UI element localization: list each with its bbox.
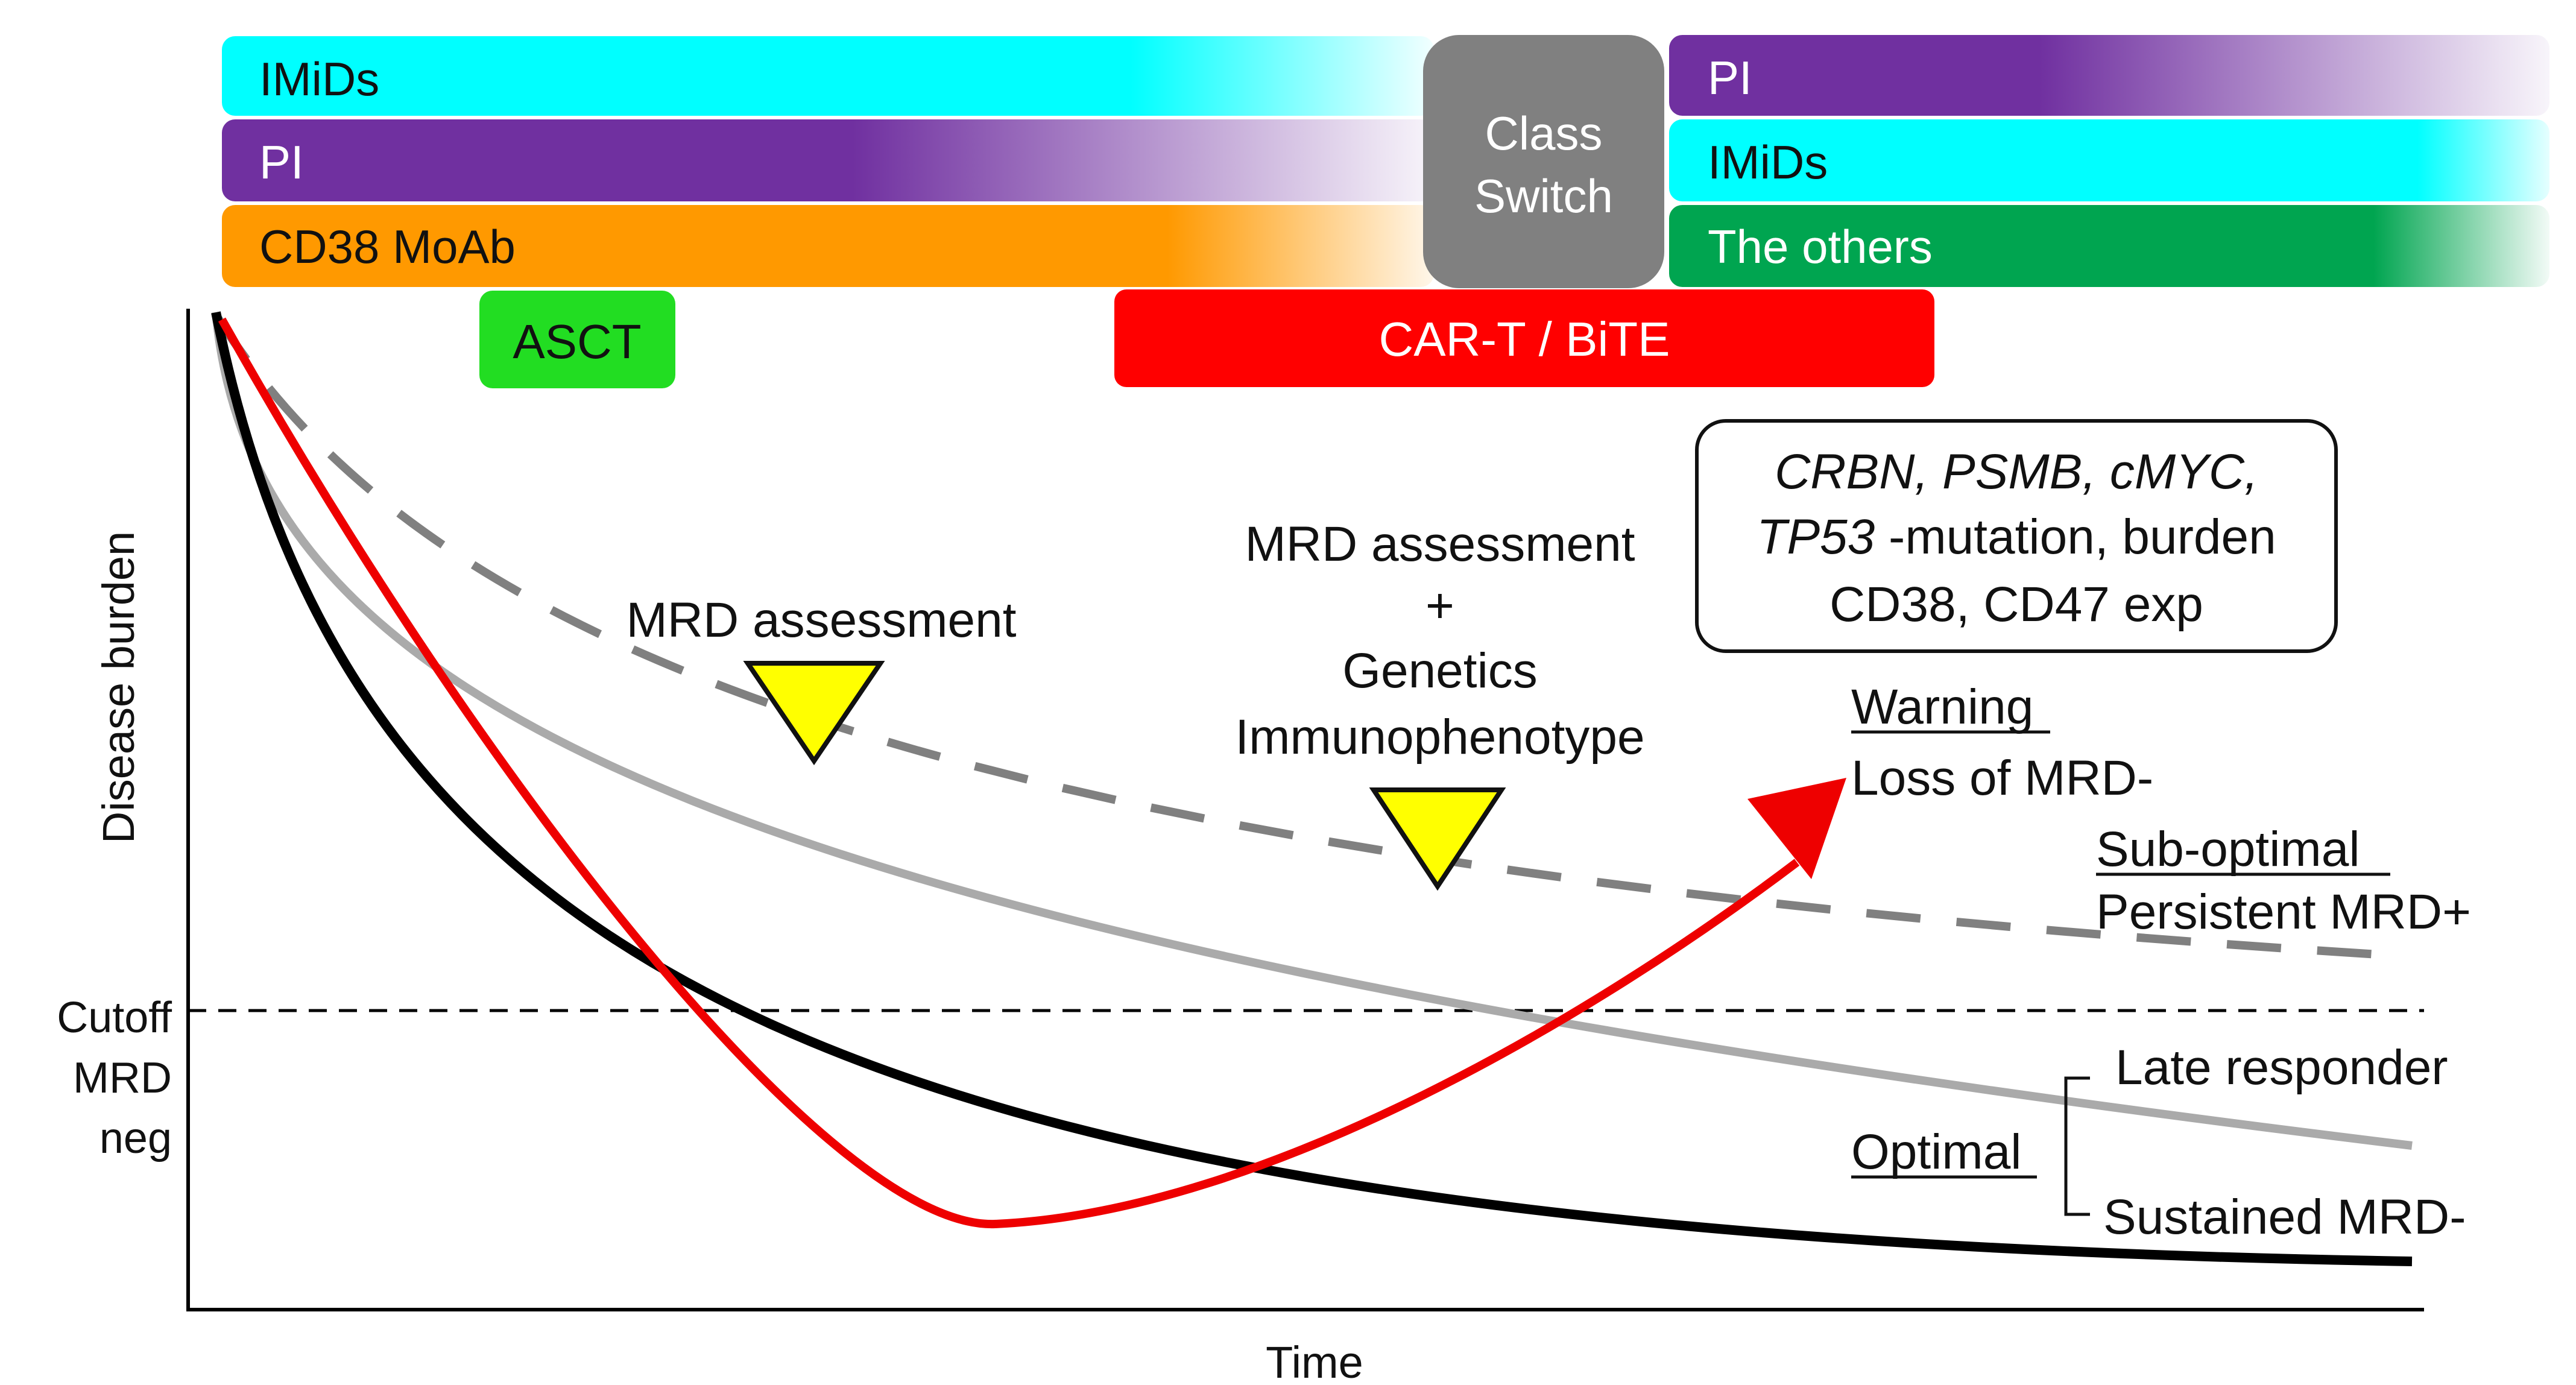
asct-box	[479, 291, 675, 388]
cutoff-label-line2: MRD	[73, 1054, 172, 1102]
class-switch-box: Class Switch	[1423, 35, 1664, 288]
car-t-label: CAR-T / BiTE	[1378, 312, 1670, 366]
asct-label: ASCT	[513, 315, 641, 368]
suboptimal-title: Sub-optimal	[2096, 822, 2360, 877]
imids-bar-right-label: IMiDs	[1708, 136, 1828, 189]
optimal-sustained: Sustained MRD-	[2103, 1190, 2466, 1245]
optimal-title: Optimal	[1851, 1125, 2022, 1179]
imids-bar-right	[1669, 119, 2549, 201]
mrd-assessment-2-line4: Immunophenotype	[1235, 710, 1644, 765]
cd38-bar-left	[222, 205, 1434, 287]
cutoff-label-line1: Cutoff	[57, 994, 172, 1042]
mrd-assessment-2-triangle	[1369, 787, 1506, 891]
warning-text: Loss of MRD-	[1851, 751, 2153, 806]
class-switch-line2: Switch	[1474, 169, 1613, 222]
left-drug-bars: IMiDs PI CD38 MoAb	[222, 36, 1434, 287]
class-switch-line1: Class	[1485, 107, 1602, 160]
class-switch-rect	[1423, 35, 1664, 288]
warning-title: Warning	[1851, 680, 2033, 734]
x-axis-title: Time	[1266, 1337, 1363, 1382]
mrd-assessment-1-label: MRD assessment	[626, 593, 1016, 648]
others-bar-right	[1669, 205, 2549, 287]
right-drug-bars: PI IMiDs The others	[1669, 35, 2549, 287]
axes: Disease burden Time	[93, 309, 2424, 1385]
cutoff-label-line3: neg	[99, 1114, 172, 1163]
suboptimal-text: Persistent MRD+	[2096, 885, 2471, 939]
genetics-box: CRBN, PSMB, cMYC, TP53 -mutation, burden…	[1695, 419, 2338, 653]
pi-bar-left-label: PI	[259, 136, 304, 189]
mrd-assessment-2-line1: MRD assessment	[1245, 517, 1635, 572]
sustained-mrd-black-curve	[211, 311, 2413, 1266]
genetics-box-line1: CRBN, PSMB, cMYC,	[1775, 444, 2258, 499]
genetics-box-line2: TP53 -mutation, burden	[1757, 510, 2276, 564]
y-axis-title: Disease burden	[93, 531, 144, 844]
pi-bar-left	[222, 119, 1434, 201]
genetics-box-line2-rest: -mutation, burden	[1875, 510, 2276, 564]
cd38-bar-left-label: CD38 MoAb	[259, 220, 516, 273]
genetics-box-line3: CD38, CD47 exp	[1829, 577, 2203, 632]
pi-bar-right	[1669, 35, 2549, 116]
imids-bar-left	[222, 36, 1434, 116]
optimal-bracket	[2064, 1076, 2090, 1216]
loss-of-mrd-red-curve	[218, 317, 1800, 1229]
optimal-late-responder: Late responder	[2115, 1040, 2448, 1095]
pi-bar-right-label: PI	[1708, 51, 1752, 104]
red-arrow-head	[1747, 778, 1846, 879]
mrd-assessment-2-line3: Genetics	[1342, 643, 1538, 698]
mrd-assessment-2-line2: +	[1425, 578, 1454, 633]
car-t-bar	[1114, 289, 1934, 387]
mrd-assessment-1-triangle	[743, 661, 885, 766]
genetics-box-line2-italic: TP53	[1757, 510, 1875, 564]
imids-bar-left-label: IMiDs	[259, 52, 379, 106]
genetics-box-frame	[1695, 419, 2338, 653]
others-bar-right-label: The others	[1708, 220, 1933, 273]
